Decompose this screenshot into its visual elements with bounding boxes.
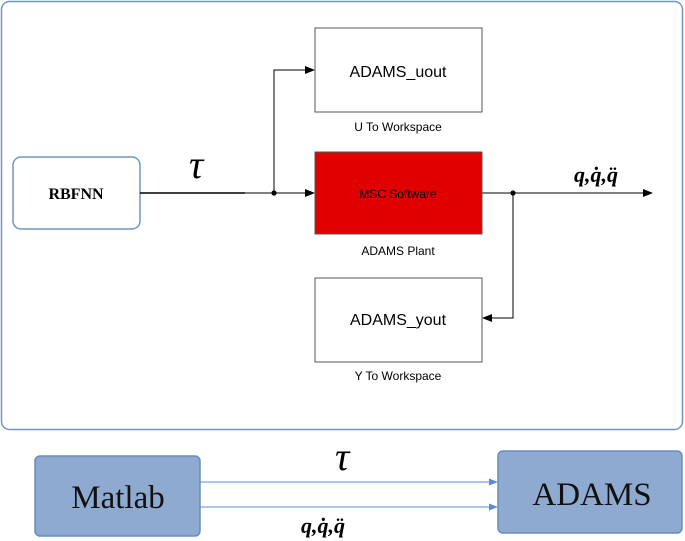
u-block-caption: U To Workspace <box>354 120 442 134</box>
adams-block: ADAMS <box>497 450 683 534</box>
y-to-workspace-block: ADAMS_yout <box>314 277 483 363</box>
output-label: q,q̇,q̈ <box>574 162 618 187</box>
adams-label: ADAMS <box>532 477 651 513</box>
adams-plant-block: MSC Software <box>314 151 483 235</box>
y-block-caption: Y To Workspace <box>355 369 442 383</box>
tau-input-symbol: τ <box>189 142 205 187</box>
rbfnn-label: RBFNN <box>48 186 104 203</box>
feedback-label: q,q̇,q̈ <box>301 513 345 538</box>
y-branch-line <box>482 193 514 322</box>
plant-block-label: MSC Software <box>359 187 437 201</box>
matlab-label: Matlab <box>71 480 164 516</box>
u-block-label: ADAMS_uout <box>350 64 447 81</box>
rbfnn-block: RBFNN <box>12 156 141 230</box>
u-branch-line <box>273 66 315 193</box>
output-branch-point <box>510 190 516 196</box>
u-to-workspace-block: ADAMS_uout <box>314 27 483 113</box>
tau-cosim-symbol: τ <box>335 434 351 479</box>
input-branch-point <box>271 190 277 196</box>
matlab-block: Matlab <box>34 455 201 537</box>
plant-block-caption: ADAMS Plant <box>361 244 435 258</box>
y-block-label: ADAMS_yout <box>350 312 447 329</box>
